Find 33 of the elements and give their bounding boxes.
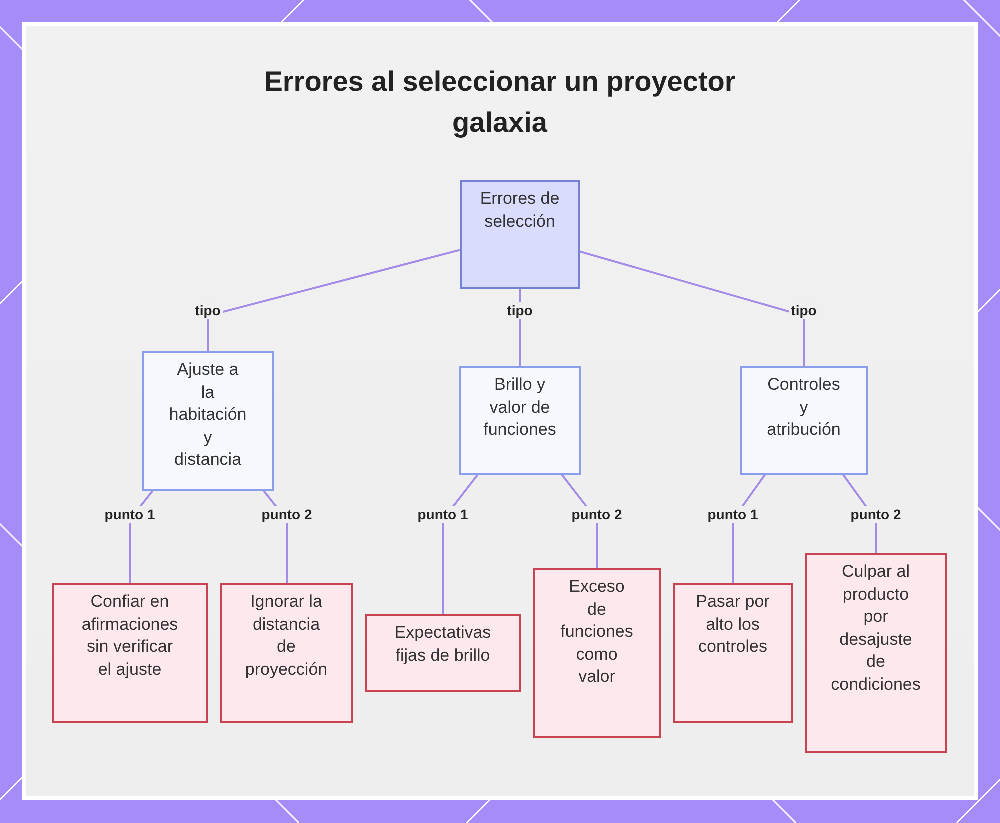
edge-label: tipo [193, 302, 223, 320]
leaf-box [533, 568, 661, 738]
edge-label: punto 1 [102, 506, 158, 524]
node-text: Ajuste a la habitación y distancia [168, 359, 248, 471]
edge-label: punto 1 [706, 506, 760, 524]
connector-line [580, 250, 805, 366]
leaf-box [805, 553, 947, 753]
leaf-box [673, 583, 793, 723]
diagram-title: Errores al seleccionar un proyector galaxia [263, 65, 737, 140]
node-text: Controles y atribución [766, 374, 842, 441]
category-box [740, 366, 868, 475]
root-box [460, 180, 580, 289]
leaf-box [52, 583, 208, 723]
edge-label: tipo [789, 302, 819, 320]
node-text: Expectativas fijas de brillo [394, 622, 492, 666]
node-text: Brillo y valor de funciones [482, 374, 558, 441]
node-text: Culpar al producto por desajuste de condiciones [830, 561, 922, 696]
leaf-box [220, 583, 353, 723]
category-box [142, 351, 274, 491]
edge-label: punto 2 [570, 506, 624, 524]
connector-line [207, 249, 460, 351]
edge-label: punto 2 [848, 506, 904, 524]
node-text: Ignorar la distancia de proyección [244, 591, 329, 680]
edge-label: punto 2 [260, 506, 314, 524]
node-text: Errores de selección [479, 188, 561, 232]
edge-label: punto 1 [416, 506, 470, 524]
category-box [459, 366, 581, 475]
leaf-box [365, 614, 521, 692]
connector-line [442, 474, 479, 614]
node-text: Pasar por alto los controles [695, 591, 771, 658]
node-text: Exceso de funciones como valor [560, 576, 634, 688]
edge-label: tipo [505, 302, 535, 320]
node-text: Confiar en afirmaciones sin verificar el ajuste [80, 591, 180, 680]
